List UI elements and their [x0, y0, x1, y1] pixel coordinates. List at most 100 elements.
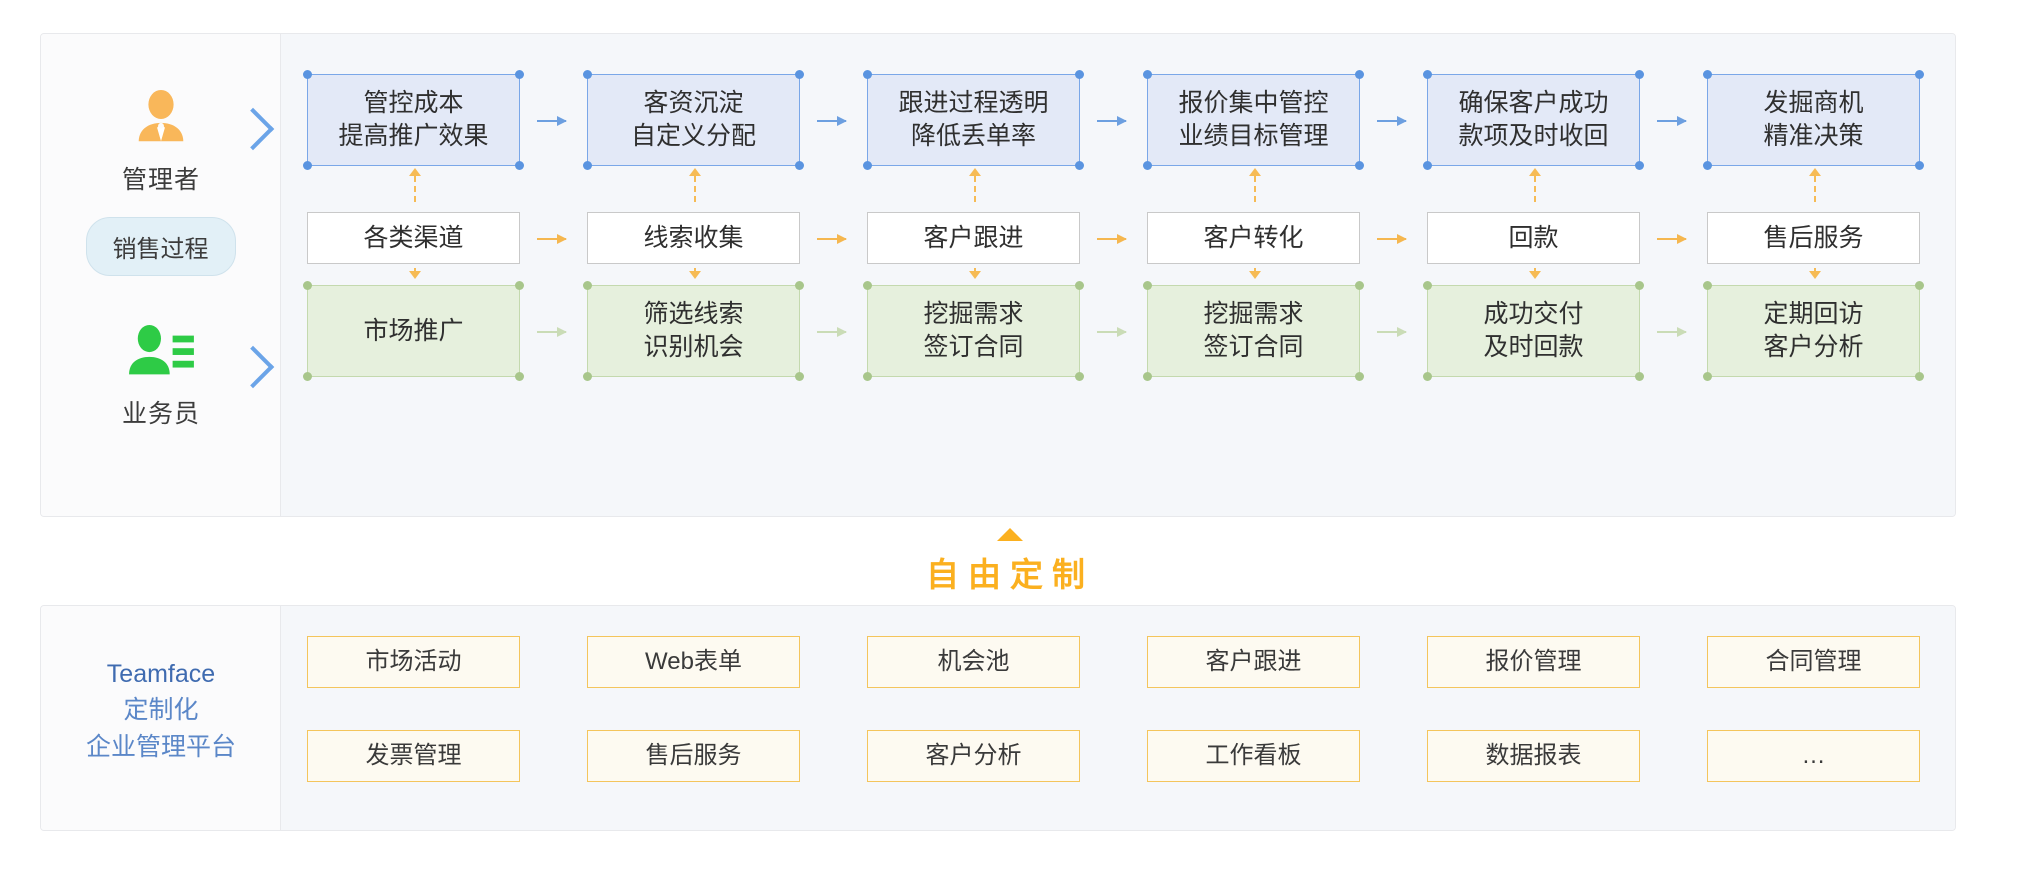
- selection-handle-bl[interactable]: [583, 372, 592, 381]
- selection-handle-bl[interactable]: [583, 161, 592, 170]
- flow-node-manager-outcomes-5[interactable]: 确保客户成功 款项及时收回: [1423, 70, 1644, 170]
- selection-handle-br[interactable]: [1915, 372, 1924, 381]
- flow-node-sales-process-6[interactable]: 售后服务: [1707, 212, 1920, 264]
- module-button-r1-c5[interactable]: 报价管理: [1427, 636, 1640, 688]
- module-button-label: …: [1801, 742, 1826, 770]
- selection-handle-br[interactable]: [1355, 161, 1364, 170]
- selection-handle-tl[interactable]: [583, 70, 592, 79]
- flow-node-manager-outcomes-1[interactable]: 管控成本 提高推广效果: [303, 70, 524, 170]
- selection-handle-bl[interactable]: [1703, 161, 1712, 170]
- flow-node-manager-outcomes-2[interactable]: 客资沉淀 自定义分配: [583, 70, 804, 170]
- selection-handle-bl[interactable]: [1143, 161, 1152, 170]
- actor-staff[interactable]: 业务员: [41, 306, 281, 430]
- selection-handle-bl[interactable]: [1423, 161, 1432, 170]
- flow-node-label: 客户跟进: [923, 223, 1024, 252]
- module-button-r2-c2[interactable]: 售后服务: [587, 730, 800, 782]
- flow-node-staff-actions-6[interactable]: 定期回访 客户分析: [1703, 281, 1924, 381]
- selection-handle-tl[interactable]: [583, 281, 592, 290]
- sales-flow-panel: 管理者 销售过程 业务员 管控成本 提高推广效果客资沉淀 自定义分配: [40, 33, 1956, 517]
- module-button-r2-c5[interactable]: 数据报表: [1427, 730, 1640, 782]
- selection-handle-tr[interactable]: [1635, 281, 1644, 290]
- selection-handle-br[interactable]: [515, 161, 524, 170]
- flow-node-label: 各类渠道: [363, 223, 464, 252]
- flow-node-staff-actions-4[interactable]: 挖掘需求 签订合同: [1143, 281, 1364, 381]
- selection-handle-tl[interactable]: [863, 70, 872, 79]
- selection-handle-bl[interactable]: [303, 372, 312, 381]
- selection-handle-tr[interactable]: [515, 281, 524, 290]
- selection-handle-br[interactable]: [1355, 372, 1364, 381]
- selection-handle-tr[interactable]: [1355, 70, 1364, 79]
- flow-arrow-staff-actions-3: [1097, 327, 1127, 337]
- selection-handle-tr[interactable]: [1355, 281, 1364, 290]
- flow-node-sales-process-2[interactable]: 线索收集: [587, 212, 800, 264]
- module-button-label: 发票管理: [365, 742, 462, 770]
- flow-arrow-sales-process-2: [817, 234, 847, 244]
- selection-handle-tl[interactable]: [303, 70, 312, 79]
- flow-node-manager-outcomes-4[interactable]: 报价集中管控 业绩目标管理: [1143, 70, 1364, 170]
- arrow-head-icon: [1117, 116, 1127, 126]
- flow-node-sales-process-4[interactable]: 客户转化: [1147, 212, 1360, 264]
- flow-arrow-staff-actions-5: [1657, 327, 1687, 337]
- selection-handle-br[interactable]: [515, 372, 524, 381]
- module-button-r1-c2[interactable]: Web表单: [587, 636, 800, 688]
- selection-handle-bl[interactable]: [1423, 372, 1432, 381]
- selection-handle-tr[interactable]: [795, 70, 804, 79]
- selection-handle-br[interactable]: [1075, 372, 1084, 381]
- actor-manager[interactable]: 管理者: [41, 72, 281, 196]
- flow-node-label: 跟进过程透明 降低丢单率: [898, 89, 1049, 150]
- selection-handle-tl[interactable]: [1143, 70, 1152, 79]
- module-button-r1-c3[interactable]: 机会池: [867, 636, 1080, 688]
- flow-node-staff-actions-5[interactable]: 成功交付 及时回款: [1423, 281, 1644, 381]
- flow-node-sales-process-1[interactable]: 各类渠道: [307, 212, 520, 264]
- module-button-r1-c4[interactable]: 客户跟进: [1147, 636, 1360, 688]
- selection-handle-tl[interactable]: [1143, 281, 1152, 290]
- flow-node-staff-actions-1[interactable]: 市场推广: [303, 281, 524, 381]
- selection-handle-bl[interactable]: [863, 372, 872, 381]
- module-button-r2-c3[interactable]: 客户分析: [867, 730, 1080, 782]
- selection-handle-tl[interactable]: [863, 281, 872, 290]
- selection-handle-tr[interactable]: [1075, 70, 1084, 79]
- flow-node-label: 挖掘需求 签订合同: [923, 300, 1024, 361]
- flow-node-sales-process-3[interactable]: 客户跟进: [867, 212, 1080, 264]
- module-button-r1-c6[interactable]: 合同管理: [1707, 636, 1920, 688]
- brand-line-2: 定制化: [123, 696, 199, 725]
- selection-handle-tr[interactable]: [1915, 70, 1924, 79]
- selection-handle-tl[interactable]: [1423, 281, 1432, 290]
- flow-node-sales-process-5[interactable]: 回款: [1427, 212, 1640, 264]
- flow-arrow-manager-outcomes-2: [817, 116, 847, 126]
- selection-handle-tl[interactable]: [303, 281, 312, 290]
- selection-handle-tl[interactable]: [1703, 281, 1712, 290]
- flow-node-manager-outcomes-6[interactable]: 发掘商机 精准决策: [1703, 70, 1924, 170]
- module-button-label: 售后服务: [645, 742, 742, 770]
- selection-handle-tl[interactable]: [1703, 70, 1712, 79]
- connector-arrow-down-icon-1: [408, 271, 421, 279]
- selection-handle-bl[interactable]: [303, 161, 312, 170]
- flow-arrow-staff-actions-4: [1377, 327, 1407, 337]
- selection-handle-br[interactable]: [795, 372, 804, 381]
- flow-node-manager-outcomes-3[interactable]: 跟进过程透明 降低丢单率: [863, 70, 1084, 170]
- flow-node-staff-actions-2[interactable]: 筛选线索 识别机会: [583, 281, 804, 381]
- selection-handle-tr[interactable]: [1635, 70, 1644, 79]
- selection-handle-br[interactable]: [1075, 161, 1084, 170]
- selection-handle-br[interactable]: [795, 161, 804, 170]
- connector-dashed-up-4: [1253, 176, 1256, 202]
- module-button-r2-c4[interactable]: 工作看板: [1147, 730, 1360, 782]
- selection-handle-bl[interactable]: [1143, 372, 1152, 381]
- selection-handle-br[interactable]: [1635, 161, 1644, 170]
- selection-handle-tr[interactable]: [1075, 281, 1084, 290]
- connector-dashed-down-2: [693, 268, 696, 271]
- selection-handle-br[interactable]: [1635, 372, 1644, 381]
- modules-board: 市场活动 Web表单 机会池 客户跟进 报价管理 合同管理发票管理 售后服务 客户分析 工作看板…: [281, 606, 1955, 830]
- module-button-r1-c1[interactable]: 市场活动: [307, 636, 520, 688]
- selection-handle-bl[interactable]: [1703, 372, 1712, 381]
- module-button-r2-c6[interactable]: …: [1707, 730, 1920, 782]
- module-button-r2-c1[interactable]: 发票管理: [307, 730, 520, 782]
- flow-node-staff-actions-3[interactable]: 挖掘需求 签订合同: [863, 281, 1084, 381]
- selection-handle-br[interactable]: [1915, 161, 1924, 170]
- selection-handle-tr[interactable]: [1915, 281, 1924, 290]
- selection-handle-tl[interactable]: [1423, 70, 1432, 79]
- selection-handle-bl[interactable]: [863, 161, 872, 170]
- selection-handle-tr[interactable]: [795, 281, 804, 290]
- selection-handle-tr[interactable]: [515, 70, 524, 79]
